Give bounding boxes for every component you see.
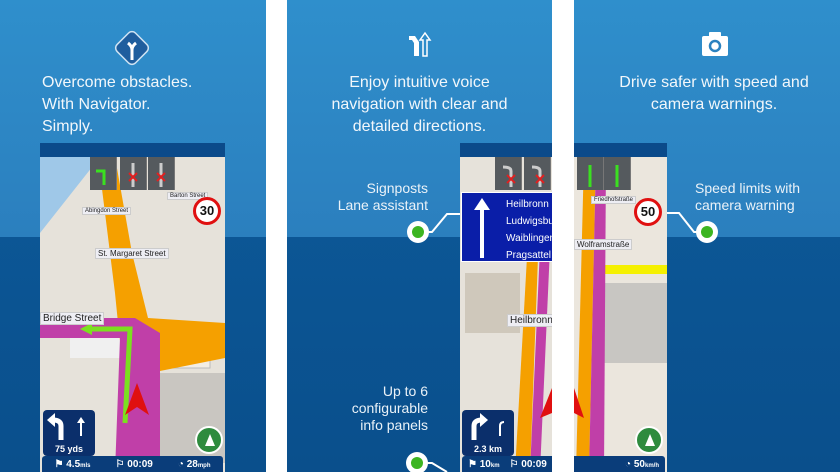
panel-title: Overcome obstacles. With Navigator. Simp… <box>42 72 192 138</box>
callout-signposts: Signposts Lane assistant <box>338 180 428 214</box>
signpost-panel: Heilbronn Ludwigsburg Waiblingen Pragsat… <box>461 192 552 262</box>
speed-info: ◔ 50km/h <box>625 459 659 470</box>
callout-info-panels: Up to 6 configurable info panels <box>352 383 428 434</box>
street-label: Friedhofstraße <box>591 196 637 204</box>
camera-icon <box>702 32 728 56</box>
distance-unit: km <box>490 462 500 469</box>
speed-limit-sign: 50 <box>634 198 662 226</box>
speed-value: 50 <box>633 458 645 470</box>
callout-speed-limits: Speed limits with camera warning <box>695 180 800 214</box>
callout-line: Up to 6 <box>382 383 428 399</box>
title-line: With Navigator. <box>42 96 151 113</box>
map-graphic <box>574 157 667 472</box>
phone-map-3[interactable]: Friedhofstraße Wolframstraße 50 ◔ 50km/h <box>574 143 667 472</box>
panel-speed-camera: Drive safer with speed and camera warnin… <box>574 0 840 472</box>
distance-info: ⚑ 10km <box>468 459 500 470</box>
panel-overcome-obstacles: Overcome obstacles. With Navigator. Simp… <box>0 0 266 472</box>
phone-map-1[interactable]: Barton Street Abingdon Street St. Margar… <box>40 143 225 472</box>
signpost-destination: Waiblingen <box>506 233 552 244</box>
callout-line: Lane assistant <box>337 197 428 213</box>
clock-flag-icon: ⚐ <box>509 458 519 470</box>
callout-dot <box>407 221 429 243</box>
distance-info: ⚑ 4.5mls <box>55 459 91 470</box>
lane-arrows-icon <box>409 31 432 57</box>
callout-dot <box>406 452 428 472</box>
panel-title: Drive safer with speed and camera warnin… <box>574 72 840 116</box>
street-label: Bridge Street <box>40 312 105 325</box>
status-bar <box>460 143 552 157</box>
panel-voice-navigation: Enjoy intuitive voice navigation with cl… <box>287 0 552 472</box>
info-panel-bar[interactable]: ⚑ 10km ⚐ 00:09 <box>462 456 552 472</box>
flag-icon: ⚑ <box>54 458 64 470</box>
signpost-destination: Ludwigsburg <box>506 216 552 227</box>
turn-distance: 2.3 km <box>473 444 503 454</box>
street-label: Abingdon Street <box>82 207 132 215</box>
turn-instruction-panel[interactable]: 2.3 km <box>462 410 514 456</box>
lane-blocked-icon <box>524 157 551 190</box>
distance-value: 4.5 <box>66 458 81 470</box>
signpost-destination: Pragsattel <box>506 250 552 261</box>
time-value: 00:09 <box>521 458 547 470</box>
turn-distance: 75 yds <box>54 444 84 454</box>
status-bar <box>574 143 667 157</box>
callout-line: camera warning <box>695 197 795 213</box>
title-line: Overcome obstacles. <box>42 74 193 91</box>
lane-blocked-icon <box>495 157 522 190</box>
straight-arrow-icon <box>474 198 490 258</box>
flag-icon: ⚑ <box>468 458 477 470</box>
title-line: navigation with clear and <box>331 96 508 113</box>
compass-button[interactable] <box>635 426 663 454</box>
compass-button[interactable] <box>195 426 223 454</box>
speed-unit: km/h <box>644 462 659 469</box>
title-line: camera warnings. <box>650 96 778 113</box>
time-info: ⚐ 00:09 <box>116 459 153 470</box>
speed-info: ◔ 28mph <box>178 459 211 470</box>
street-label: Barton Street <box>167 192 209 200</box>
callout-line: configurable <box>351 400 428 416</box>
callout-line: Speed limits with <box>695 180 801 196</box>
street-label: St. Margaret Street <box>95 248 169 259</box>
clock-flag-icon: ⚐ <box>115 458 125 470</box>
info-panel-bar[interactable]: ⚑ 4.5mls ⚐ 00:09 ◔ 28mph <box>42 456 223 472</box>
distance-unit: mls <box>80 462 91 469</box>
speed-value: 28 <box>186 458 198 470</box>
title-line: detailed directions. <box>352 118 487 135</box>
speed-limit-sign: 30 <box>193 197 221 225</box>
signpost-destination: Heilbronn <box>506 199 549 210</box>
turn-instruction-panel[interactable]: 75 yds <box>43 410 95 456</box>
turn-left-arrow-icon <box>47 413 85 440</box>
phone-map-2[interactable]: Heilbronn Ludwigsburg Waiblingen Pragsat… <box>460 143 552 472</box>
lane-straight-icon <box>604 157 631 190</box>
status-bar <box>40 143 225 157</box>
navigator-logo-icon <box>114 30 150 66</box>
title-line: Simply. <box>42 118 94 135</box>
callout-line: Signposts <box>366 180 428 196</box>
title-line: Drive safer with speed and <box>619 74 809 91</box>
lane-straight-icon <box>577 157 604 190</box>
lane-turn-left-icon <box>90 157 117 190</box>
callout-dot <box>696 221 718 243</box>
callout-line: info panels <box>360 417 428 433</box>
lane-blocked-icon <box>148 157 175 190</box>
info-panel-bar[interactable]: ◔ 50km/h <box>574 456 665 472</box>
time-info: ⚐ 00:09 <box>510 459 547 470</box>
street-label: Wolframstraße <box>574 239 633 250</box>
time-value: 00:09 <box>127 458 153 470</box>
turn-right-arrow-icon <box>471 413 505 440</box>
distance-value: 10 <box>479 458 491 470</box>
street-label: Heilbronner Straße <box>507 314 552 327</box>
speedometer-icon: ◔ <box>177 458 184 470</box>
title-line: Enjoy intuitive voice <box>349 74 490 91</box>
lane-blocked-icon <box>120 157 147 190</box>
speedometer-icon: ◔ <box>625 458 632 470</box>
panel-title: Enjoy intuitive voice navigation with cl… <box>287 72 552 138</box>
speed-unit: mph <box>197 462 211 469</box>
